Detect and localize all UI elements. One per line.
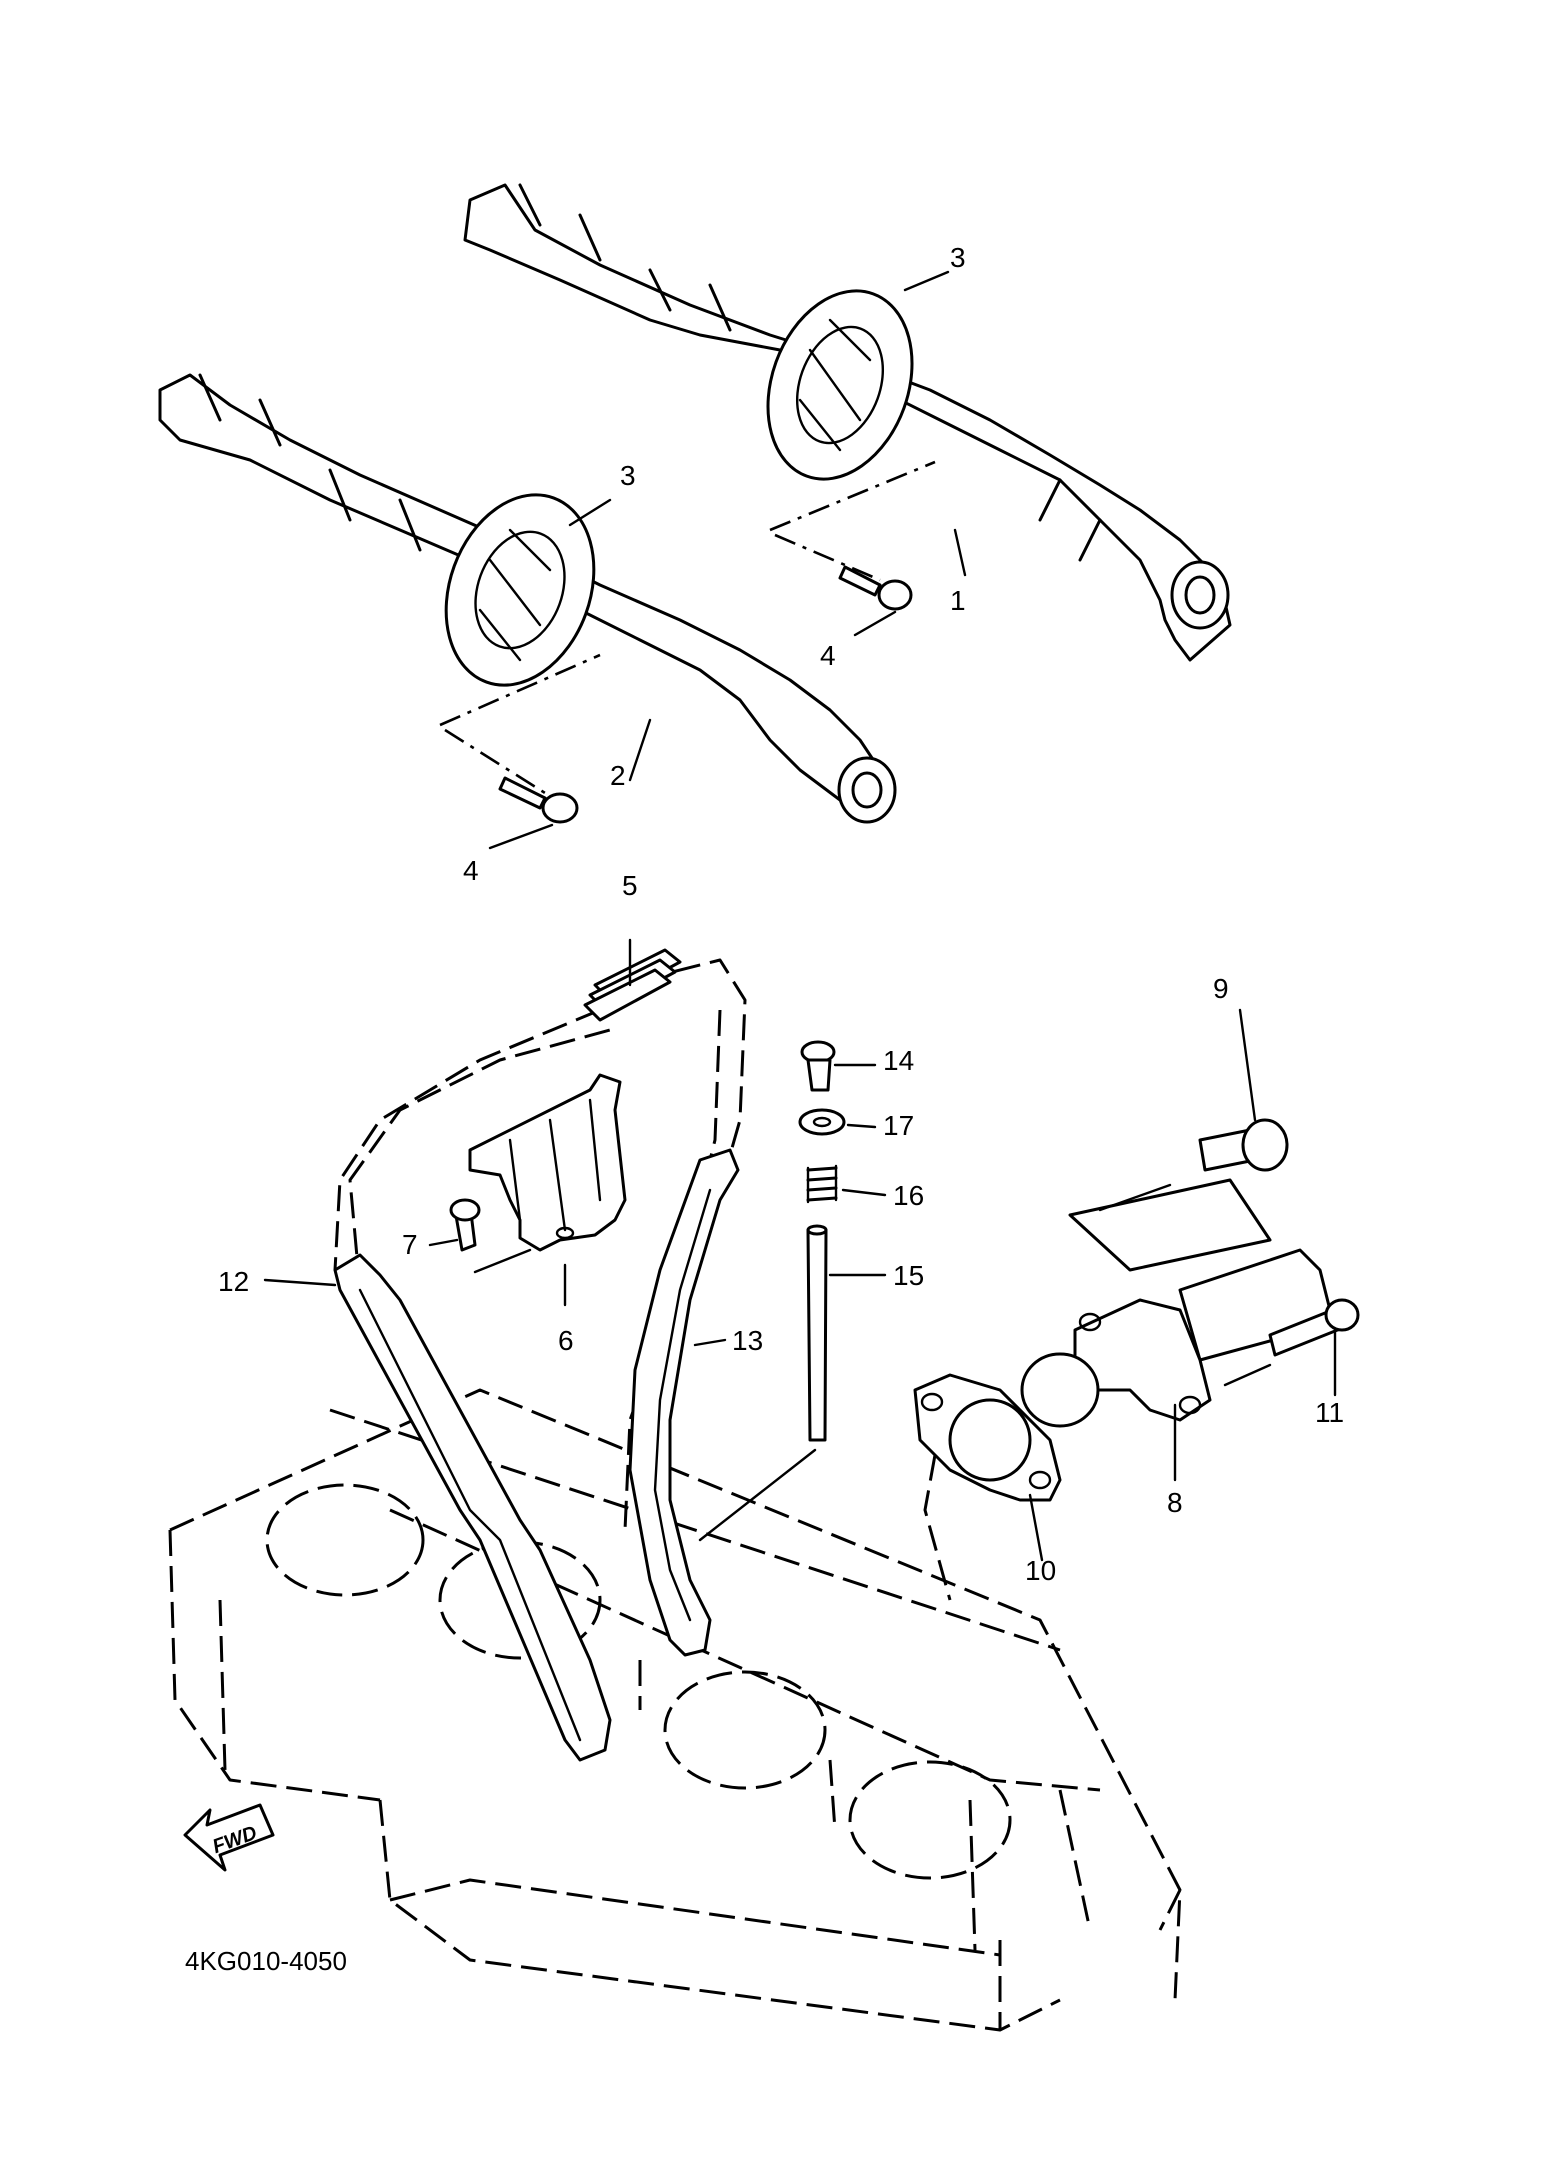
callout-9: 9 <box>1213 973 1229 1004</box>
chain-link-sample <box>583 948 682 1022</box>
callout-6: 6 <box>558 1325 574 1356</box>
callout-8: 8 <box>1167 1487 1183 1518</box>
figure-code: 4KG010-4050 <box>185 1946 347 1976</box>
tensioner-body-outline <box>1068 1178 1272 1272</box>
bolt-guide-line-upper <box>769 460 936 582</box>
callout-1: 1 <box>950 585 966 616</box>
chain-guide-intake <box>628 1148 740 1657</box>
callout-3-lower: 3 <box>620 460 636 491</box>
chain-guide-exhaust <box>333 1253 612 1762</box>
callout-15: 15 <box>893 1260 924 1291</box>
callout-5: 5 <box>622 870 638 901</box>
callout-14: 14 <box>883 1045 914 1076</box>
bolt-7-guide-line <box>473 1248 532 1274</box>
rod-guide-line <box>698 1448 817 1542</box>
callout-7: 7 <box>402 1229 418 1260</box>
guide-bolt <box>449 1198 481 1252</box>
cylinder-block <box>168 1388 1182 2032</box>
cam-sprocket-bolt-lower <box>498 776 579 824</box>
callout-16: 16 <box>893 1180 924 1211</box>
callout-11: 11 <box>1315 1397 1344 1428</box>
tensioner-rod <box>806 1224 828 1442</box>
tensioner-bolt-top <box>1198 1118 1289 1172</box>
chain-guide-top <box>468 1073 627 1252</box>
bolt-11-guide <box>1223 1363 1272 1387</box>
tensioner-gasket <box>913 1373 1062 1502</box>
gasket-guide-line <box>923 1454 952 1601</box>
camshaft-exhaust <box>463 183 1232 662</box>
timing-chain <box>333 948 747 1561</box>
bolt-guide-line-lower <box>439 653 601 795</box>
callout-17: 17 <box>883 1110 914 1141</box>
callout-12: 12 <box>218 1266 249 1297</box>
tensioner-bolt-side <box>1268 1298 1360 1357</box>
washer-hole <box>812 1116 832 1128</box>
forward-direction-arrow: FWD <box>183 1803 275 1872</box>
gasket-washer <box>798 1108 846 1136</box>
callout-labels: 3 3 1 2 4 4 5 6 7 8 9 10 11 12 13 14 15 … <box>218 242 1344 1586</box>
camshaft-intake <box>158 373 897 824</box>
leader-lines <box>263 270 1337 1562</box>
callout-4-upper: 4 <box>820 640 836 671</box>
cam-sprocket-bolt-upper <box>838 565 913 611</box>
tensioner-cap-bolt <box>800 1040 836 1092</box>
tensioner-spring <box>806 1164 838 1204</box>
callout-10: 10 <box>1025 1555 1056 1586</box>
callout-13: 13 <box>732 1325 763 1356</box>
callout-4-lower: 4 <box>463 855 479 886</box>
callout-3-upper: 3 <box>950 242 966 273</box>
callout-2: 2 <box>610 760 626 791</box>
